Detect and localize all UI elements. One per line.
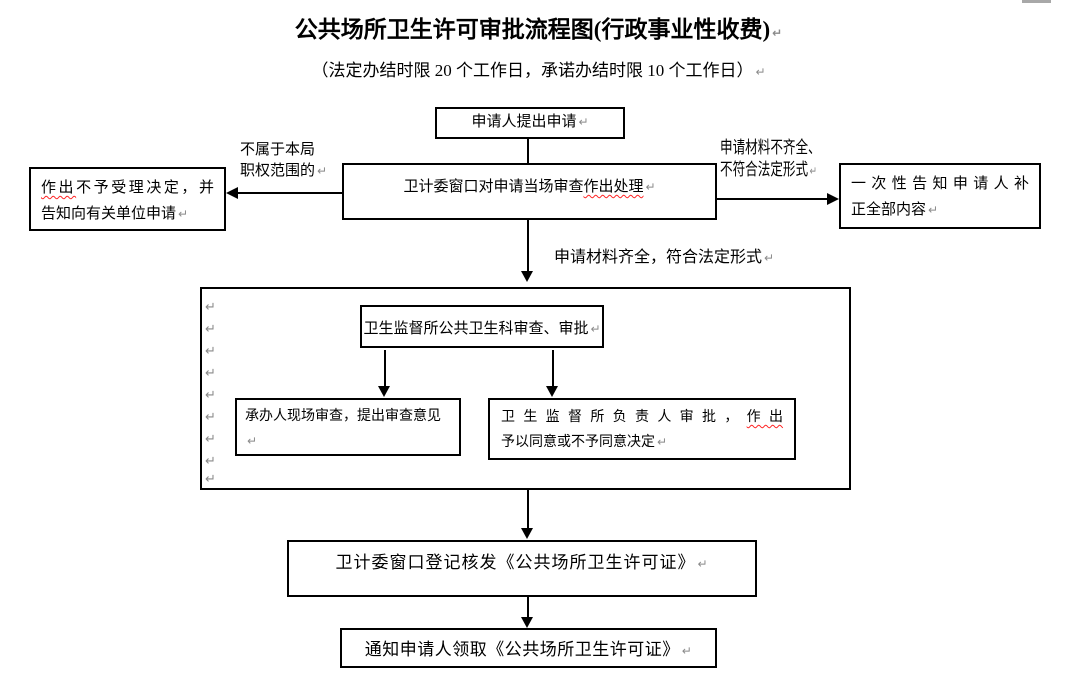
arrowhead-down-icon xyxy=(521,528,533,539)
arrow-to-issue-line xyxy=(527,490,529,529)
paragraph-mark: ↵ xyxy=(755,65,766,79)
paragraph-mark: ↵ xyxy=(764,251,775,265)
connector-apply-to-review xyxy=(527,139,529,163)
flowchart-subtitle: （法定办结时限 20 个工作日，承诺办结时限 10 个工作日）↵ xyxy=(0,56,1077,81)
box-leader-approval: 卫生监督所负责人审批，作出 予以同意或不予同意决定↵ xyxy=(488,398,796,460)
arrowhead-down-icon xyxy=(546,386,558,397)
label-not-jurisdiction: 不属于本局 职权范围的↵ xyxy=(240,140,327,182)
paragraph-mark: ↵ xyxy=(205,344,216,359)
box-issue-permit: 卫计委窗口登记核发《公共场所卫生许可证》↵ xyxy=(287,540,757,597)
paragraph-mark: ↵ xyxy=(205,410,216,425)
paragraph-mark: ↵ xyxy=(697,557,709,571)
paragraph-mark: ↵ xyxy=(247,434,258,448)
arrowhead-right-icon xyxy=(827,193,839,205)
box-window-onsite-review-label: 卫计委窗口对申请当场审查 xyxy=(403,179,584,195)
box-applicant-apply-label: 申请人提出申请 xyxy=(471,114,577,130)
spellcheck-flagged-text: 作出处理 xyxy=(583,179,644,195)
label-not-jurisdiction-line1: 不属于本局 xyxy=(240,142,316,158)
box-supplement-notice-line2: 正全部内容↵ xyxy=(851,202,939,218)
box-supplement-notice-line1: 一次性告知申请人补 xyxy=(851,176,1029,192)
box-site-review-label: 承办人现场审查，提出审查意见 xyxy=(245,409,441,424)
paragraph-mark: ↵ xyxy=(657,435,668,449)
flowchart-title: 公共场所卫生许可审批流程图(行政事业性收费)↵ xyxy=(0,10,1077,44)
box-reject-notice: 作出不予受理决定，并 告知向有关单位申请↵ xyxy=(29,167,226,231)
box-reject-notice-line1: 作出不予受理决定，并 xyxy=(41,180,214,196)
arrow-to-review-section-line xyxy=(527,220,529,272)
flowchart-subtitle-text: （法定办结时限 20 个工作日，承诺办结时限 10 个工作日） xyxy=(311,61,754,80)
paragraph-mark: ↵ xyxy=(205,454,216,469)
window-edge-fragment xyxy=(1022,0,1051,3)
box-dept-review: 卫生监督所公共卫生科审查、审批↵ xyxy=(360,305,604,348)
box-leader-approval-line2: 予以同意或不予同意决定↵ xyxy=(501,435,668,450)
arrowhead-down-icon xyxy=(378,386,390,397)
box-notify-collect-label: 通知申请人领取《公共场所卫生许可证》 xyxy=(364,640,680,659)
paragraph-mark: ↵ xyxy=(178,207,189,221)
spellcheck-flagged-text: 作出 xyxy=(41,180,77,196)
box-site-review: 承办人现场审查，提出审查意见 ↵ xyxy=(235,398,461,456)
label-not-jurisdiction-line2: 职权范围的↵ xyxy=(240,163,328,179)
paragraph-mark: ↵ xyxy=(578,115,589,129)
paragraph-mark: ↵ xyxy=(681,644,693,658)
arrowhead-down-icon xyxy=(521,271,533,282)
label-materials-incomplete: 申请材料不齐全、 不符合法定形式↵ xyxy=(720,137,821,182)
label-materials-incomplete-line2: 不符合法定形式↵ xyxy=(720,160,817,179)
label-materials-complete: 申请材料齐全，符合法定形式↵ xyxy=(554,249,775,266)
label-materials-incomplete-line1: 申请材料不齐全、 xyxy=(720,138,821,157)
paragraph-mark: ↵ xyxy=(205,322,216,337)
paragraph-mark: ↵ xyxy=(645,180,656,194)
paragraph-mark: ↵ xyxy=(928,203,939,217)
arrow-to-leader-approval-line xyxy=(552,350,554,387)
paragraph-mark: ↵ xyxy=(590,322,601,336)
arrow-to-site-review-line xyxy=(384,350,386,387)
arrow-to-notify-line xyxy=(527,597,529,618)
paragraph-mark: ↵ xyxy=(205,366,216,381)
flowchart-title-text: 公共场所卫生许可审批流程图(行政事业性收费) xyxy=(294,17,771,42)
arrow-to-supplement-line xyxy=(717,198,827,200)
box-applicant-apply: 申请人提出申请↵ xyxy=(435,107,625,139)
box-window-onsite-review: 卫计委窗口对申请当场审查作出处理↵ xyxy=(342,163,717,220)
spellcheck-flagged-text: 作出 xyxy=(746,410,784,425)
box-issue-permit-label: 卫计委窗口登记核发《公共场所卫生许可证》 xyxy=(335,553,696,572)
box-reject-notice-line2: 告知向有关单位申请↵ xyxy=(41,206,189,222)
arrowhead-left-icon xyxy=(226,187,238,199)
arrow-to-reject-line xyxy=(236,192,342,194)
box-supplement-notice: 一次性告知申请人补 正全部内容↵ xyxy=(839,163,1041,229)
paragraph-mark: ↵ xyxy=(205,432,216,447)
paragraph-mark: ↵ xyxy=(205,472,216,487)
paragraph-mark: ↵ xyxy=(205,300,216,315)
arrowhead-down-icon xyxy=(521,617,533,628)
box-dept-review-label: 卫生监督所公共卫生科审查、审批 xyxy=(363,321,589,337)
review-section-container xyxy=(200,287,851,490)
box-notify-collect: 通知申请人领取《公共场所卫生许可证》↵ xyxy=(340,628,717,668)
box-leader-approval-line1: 卫生监督所负责人审批，作出 xyxy=(501,410,784,425)
paragraph-mark: ↵ xyxy=(809,164,817,178)
paragraph-mark: ↵ xyxy=(772,26,783,40)
paragraph-mark: ↵ xyxy=(317,164,328,178)
paragraph-mark: ↵ xyxy=(205,388,216,403)
